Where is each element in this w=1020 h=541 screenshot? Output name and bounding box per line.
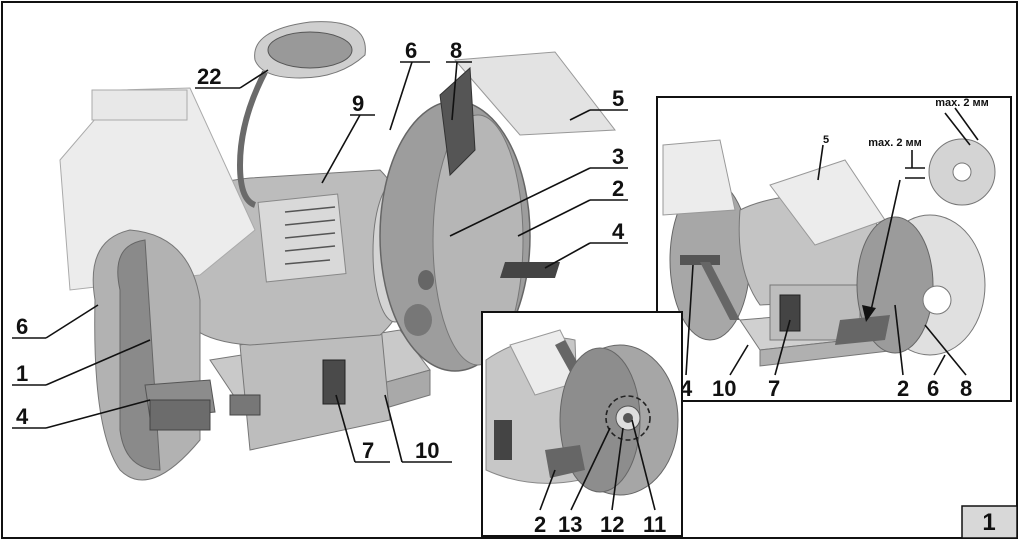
label-tool-rest-right: 4: [612, 219, 625, 244]
flange-outline: [605, 395, 651, 441]
detail-bottom-label-12: 12: [600, 512, 624, 537]
detail-box-bottom: [481, 311, 683, 537]
label-wheel-guard-right: 6: [405, 38, 417, 63]
detail-right-label-4: 4: [680, 376, 693, 401]
main-leader-lines: [12, 61, 628, 463]
label-wheel-guard-left: 6: [16, 314, 28, 339]
detail-right-label-2: 2: [897, 376, 909, 401]
label-motor: 9: [352, 91, 364, 116]
detail-right-label-8: 8: [960, 376, 972, 401]
label-wheel-left: 1: [16, 361, 28, 386]
main-grinder-illustration: [59, 21, 616, 481]
detail-bottom-label-2: 2: [534, 512, 546, 537]
figure-number: 1: [982, 509, 995, 536]
label-eye-shield: 5: [612, 86, 624, 111]
label-base: 10: [415, 438, 439, 463]
label-tool-rest-left: 4: [16, 404, 29, 429]
detail-right-label-7: 7: [768, 376, 780, 401]
figure-number-box: 1: [961, 505, 1018, 539]
label-switch: 7: [362, 438, 374, 463]
detail-bottom-label-11: 11: [643, 512, 666, 537]
label-lamp: 22: [197, 64, 221, 89]
detail-bottom-leaders: [539, 419, 656, 511]
detail-bottom-label-13: 13: [558, 512, 582, 537]
power-switch-icon: [322, 359, 346, 405]
label-grinding-wheel: 2: [612, 176, 624, 201]
detail-box-right: [656, 96, 1012, 402]
label-spark-guard: 8: [450, 38, 462, 63]
label-max-gap-side: max. 2 мм: [868, 137, 922, 149]
label-wheel-cover: 3: [612, 144, 624, 169]
detail-right-label-10: 10: [712, 376, 736, 401]
label-max-gap-top: max. 2 мм: [935, 97, 989, 109]
detail-right-shield-label: 5: [823, 134, 829, 146]
detail-right-leaders: [685, 144, 967, 376]
detail-right-label-6: 6: [927, 376, 939, 401]
